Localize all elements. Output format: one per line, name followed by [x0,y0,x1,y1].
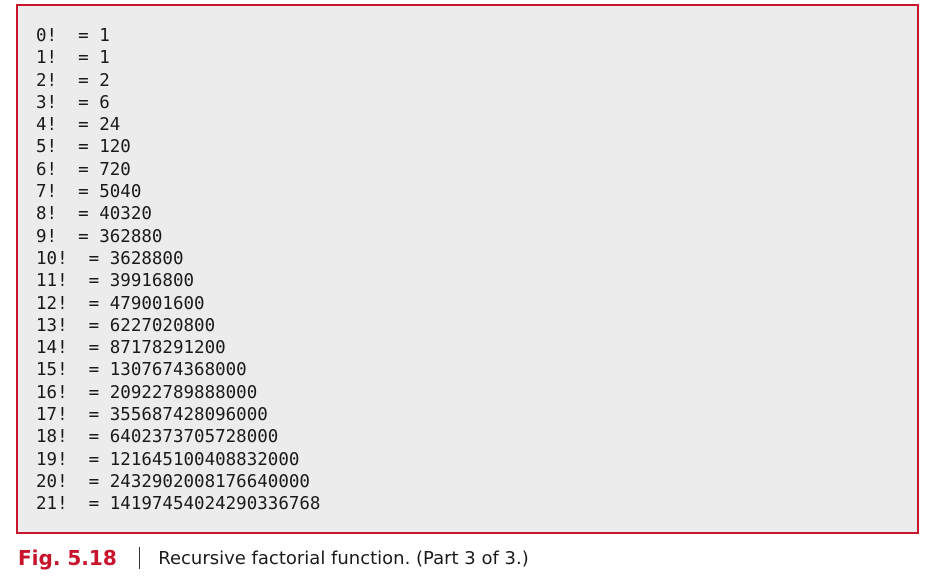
output-line: 6! = 720 [36,159,131,180]
output-line: 13! = 6227020800 [36,315,216,336]
program-output-panel: 0! = 1 1! = 1 2! = 2 3! = 6 4! = 24 5! =… [16,4,919,534]
output-line: 4! = 24 [36,115,121,136]
figure-label: Fig. 5.18 [18,546,117,570]
output-line: 2! = 2 [36,70,110,91]
output-line: 0! = 1 [36,26,110,46]
output-line: 19! = 121645100408832000 [36,449,300,470]
output-line: 18! = 6402373705728000 [36,427,279,448]
output-line: 17! = 355687428096000 [36,405,268,426]
figure-title: Recursive factorial function. (Part 3 of… [158,547,529,569]
output-line: 7! = 5040 [36,182,142,203]
output-line: 5! = 120 [36,137,131,158]
output-line: 14! = 87178291200 [36,338,226,359]
output-line: 12! = 479001600 [36,293,205,314]
output-line: 9! = 362880 [36,226,163,247]
output-lines: 0! = 1 1! = 1 2! = 2 3! = 6 4! = 24 5! =… [36,25,320,516]
output-line: 21! = 14197454024290336768 [36,494,321,515]
output-line: 16! = 20922789888000 [36,382,258,403]
output-line: 10! = 3628800 [36,248,184,269]
output-line: 20! = 2432902008176640000 [36,471,310,492]
output-line: 11! = 39916800 [36,271,195,292]
caption-divider [138,547,141,569]
output-line: 1! = 1 [36,48,110,69]
output-line: 3! = 6 [36,92,110,113]
output-line: 8! = 40320 [36,204,152,225]
figure-caption: Fig. 5.18 Recursive factorial function. … [18,544,529,572]
output-line: 15! = 1307674368000 [36,360,247,381]
